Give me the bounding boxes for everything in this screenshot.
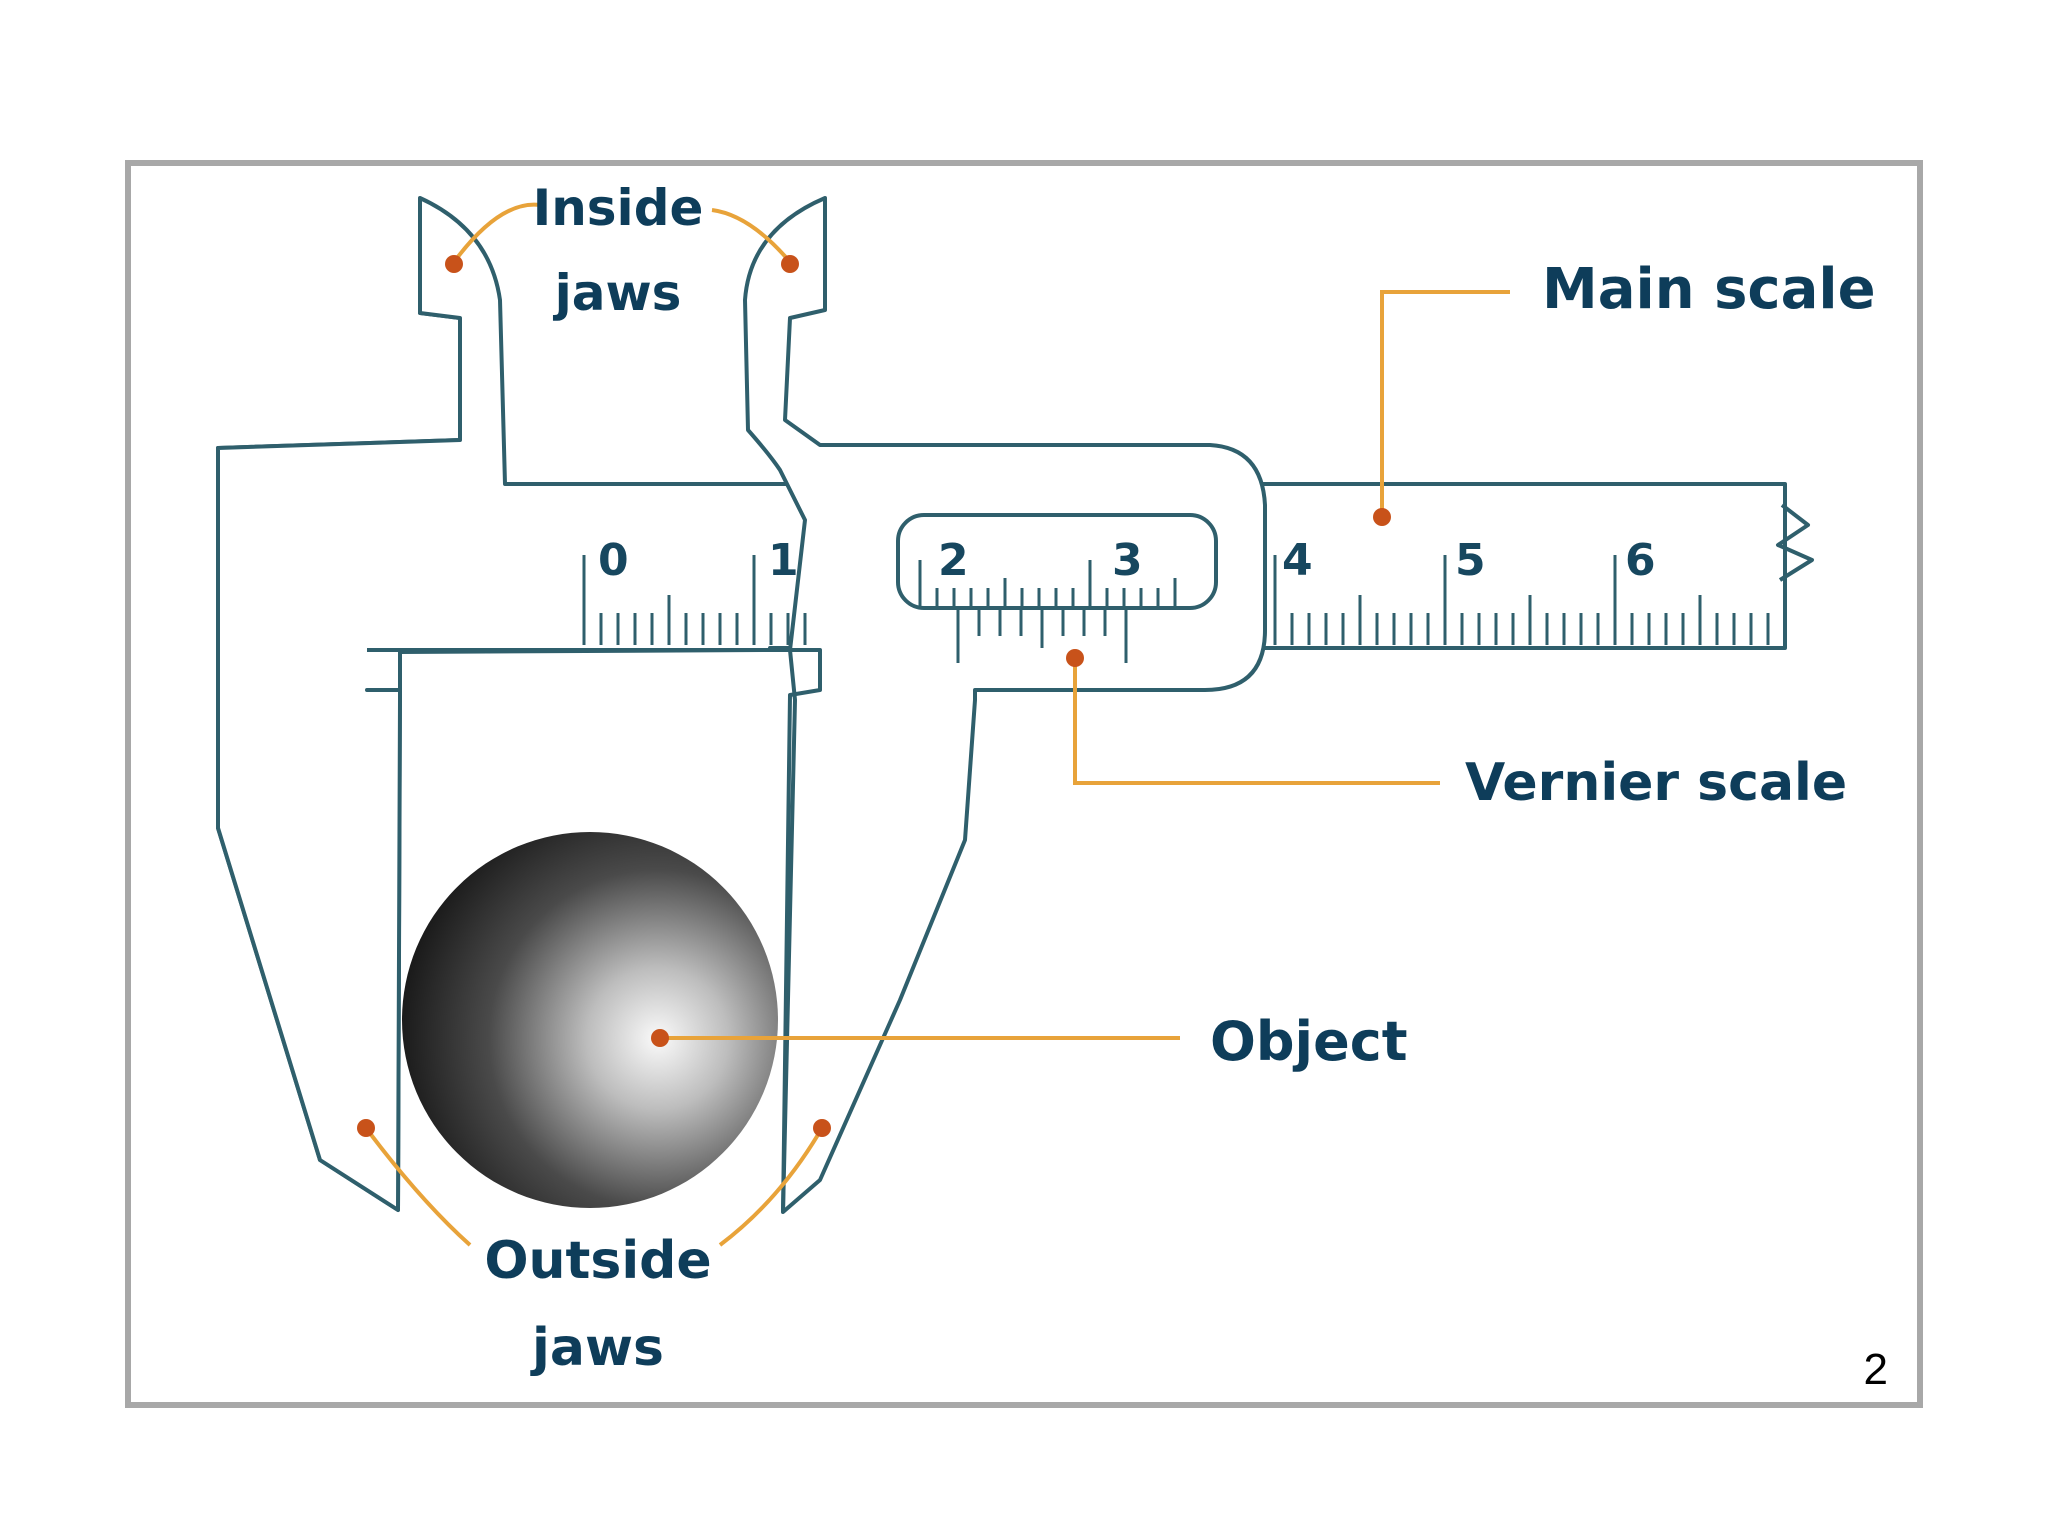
dot-main-scale [1373, 508, 1391, 526]
vernier-scale-ticks [956, 608, 1128, 663]
marker-dots [357, 255, 1391, 1137]
dot-outside-left [357, 1119, 375, 1137]
scale-number-6: 6 [1625, 535, 1656, 586]
dot-inside-left [445, 255, 463, 273]
leader-inside-right [711, 208, 792, 264]
leader-outside-right [718, 1126, 824, 1247]
scale-number-4: 4 [1282, 535, 1313, 586]
label-outside-jaws-line1: Outside [484, 1231, 711, 1291]
leader-main-scale [1380, 290, 1510, 517]
scale-number-2: 2 [938, 535, 969, 586]
dot-object [651, 1029, 669, 1047]
dot-vernier-scale [1066, 649, 1084, 667]
label-object: Object [1210, 1010, 1408, 1073]
label-outside-jaws-line2: jaws [530, 1318, 664, 1378]
object-sphere [402, 832, 778, 1208]
sliding-jaw-outline [743, 196, 1267, 1214]
label-inside-jaws-line2: jaws [553, 264, 682, 322]
leader-lines [364, 202, 1510, 1247]
leader-inside-left [452, 202, 541, 264]
main-scale-ticks [582, 555, 1770, 645]
scale-break-mark [1776, 503, 1814, 582]
fixed-jaw-left-outline [216, 196, 1787, 1212]
leader-vernier-scale [1073, 658, 1440, 785]
scale-number-0: 0 [598, 535, 629, 586]
scale-number-5: 5 [1455, 535, 1486, 586]
leader-outside-left [364, 1126, 472, 1247]
diagram-frame [125, 160, 1923, 1408]
label-inside-jaws-line1: Inside [533, 179, 704, 237]
scale-number-1: 1 [768, 535, 799, 586]
lower-slot [365, 648, 822, 1213]
label-main-scale: Main scale [1542, 257, 1876, 322]
dot-inside-right [781, 255, 799, 273]
dot-outside-right [813, 1119, 831, 1137]
slide-number: 2 [1863, 1345, 1888, 1394]
scale-number-3: 3 [1112, 535, 1143, 586]
label-vernier-scale: Vernier scale [1465, 753, 1847, 813]
